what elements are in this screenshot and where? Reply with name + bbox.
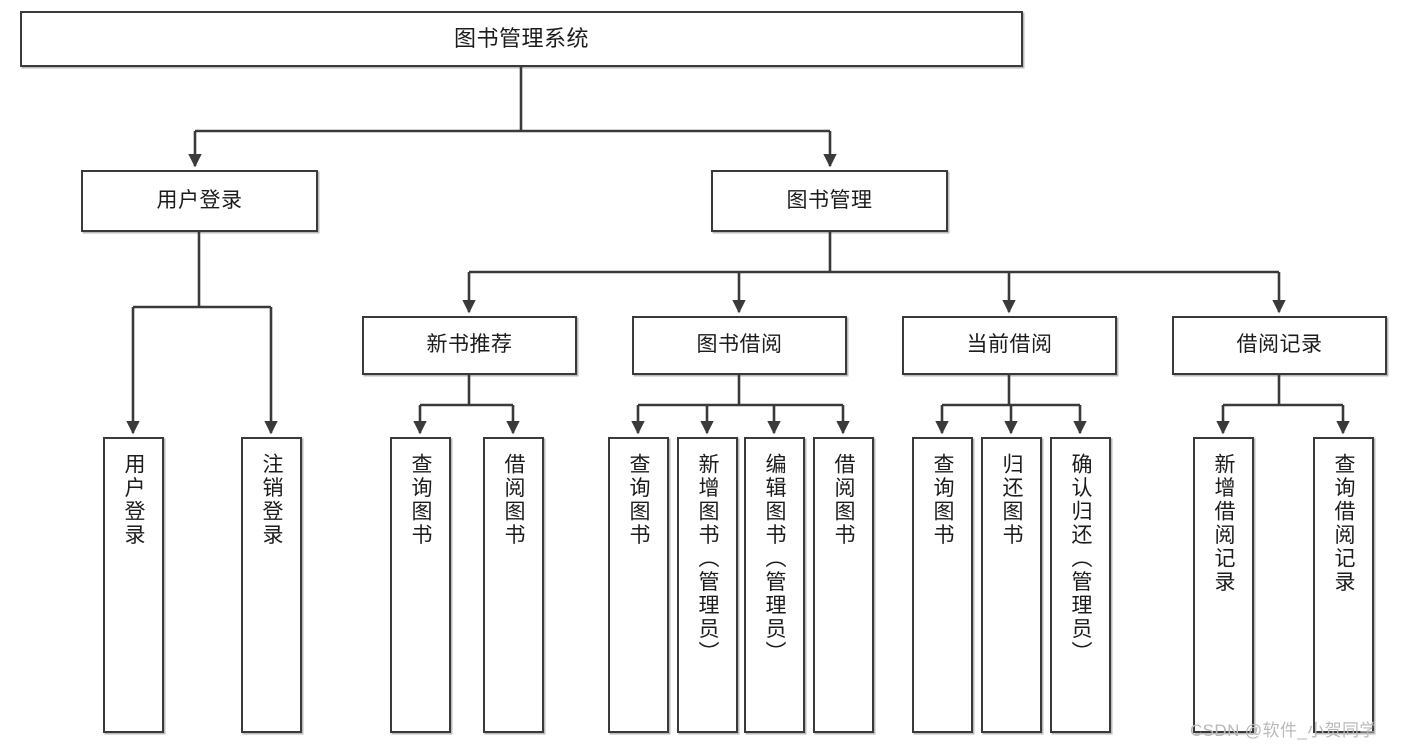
- node-leaf-user-logout[interactable]: 注销登录: [241, 437, 302, 733]
- node-label: 注销登录: [260, 453, 283, 547]
- node-label: 借阅记录: [1236, 333, 1323, 357]
- node-root-book-management-system[interactable]: 图书管理系统: [20, 11, 1023, 67]
- node-label: 查询图书: [627, 453, 650, 547]
- node-leaf-borrow-book-recommendation[interactable]: 借阅图书: [483, 437, 544, 733]
- node-label: 查询借阅记录: [1332, 453, 1355, 594]
- node-label: 查询图书: [409, 453, 432, 547]
- node-borrow-record[interactable]: 借阅记录: [1172, 316, 1387, 375]
- node-user-login[interactable]: 用户登录: [81, 170, 318, 232]
- node-leaf-add-borrow-record[interactable]: 新增借阅记录: [1193, 437, 1254, 733]
- node-leaf-return-book[interactable]: 归还图书: [981, 437, 1042, 733]
- node-label: 借阅图书: [502, 453, 525, 547]
- node-leaf-confirm-return-admin[interactable]: 确认归还（管理员）: [1050, 437, 1111, 733]
- node-label: 借阅图书: [832, 453, 855, 547]
- node-leaf-borrow-book[interactable]: 借阅图书: [813, 437, 874, 733]
- node-leaf-query-book-recommendation[interactable]: 查询图书: [390, 437, 451, 733]
- node-label: 归还图书: [1000, 453, 1023, 547]
- node-current-borrow[interactable]: 当前借阅: [902, 316, 1117, 375]
- node-label: 确认归还（管理员）: [1069, 453, 1092, 665]
- node-leaf-query-book-borrow[interactable]: 查询图书: [608, 437, 669, 733]
- node-label: 用户登录: [156, 188, 243, 212]
- node-label: 用户登录: [122, 453, 145, 547]
- node-label: 查询图书: [931, 453, 954, 547]
- node-label: 编辑图书（管理员）: [763, 453, 786, 665]
- csdn-watermark: CSDN @软件_小贺同学: [1190, 721, 1377, 740]
- node-label: 新增借阅记录: [1212, 453, 1235, 594]
- node-label: 新书推荐: [426, 333, 513, 357]
- node-leaf-user-login[interactable]: 用户登录: [103, 437, 164, 733]
- node-leaf-query-borrow-record[interactable]: 查询借阅记录: [1313, 437, 1374, 733]
- node-new-book-recommendation[interactable]: 新书推荐: [362, 316, 577, 375]
- node-label: 图书管理系统: [453, 26, 589, 52]
- node-leaf-add-book-admin[interactable]: 新增图书（管理员）: [677, 437, 738, 733]
- node-leaf-edit-book-admin[interactable]: 编辑图书（管理员）: [744, 437, 805, 733]
- node-label: 图书管理: [786, 188, 873, 212]
- node-book-management[interactable]: 图书管理: [711, 170, 948, 232]
- node-book-borrow[interactable]: 图书借阅: [632, 316, 847, 375]
- node-label: 新增图书（管理员）: [696, 453, 719, 665]
- node-leaf-query-book-current[interactable]: 查询图书: [912, 437, 973, 733]
- node-label: 当前借阅: [966, 333, 1053, 357]
- node-label: 图书借阅: [696, 333, 783, 357]
